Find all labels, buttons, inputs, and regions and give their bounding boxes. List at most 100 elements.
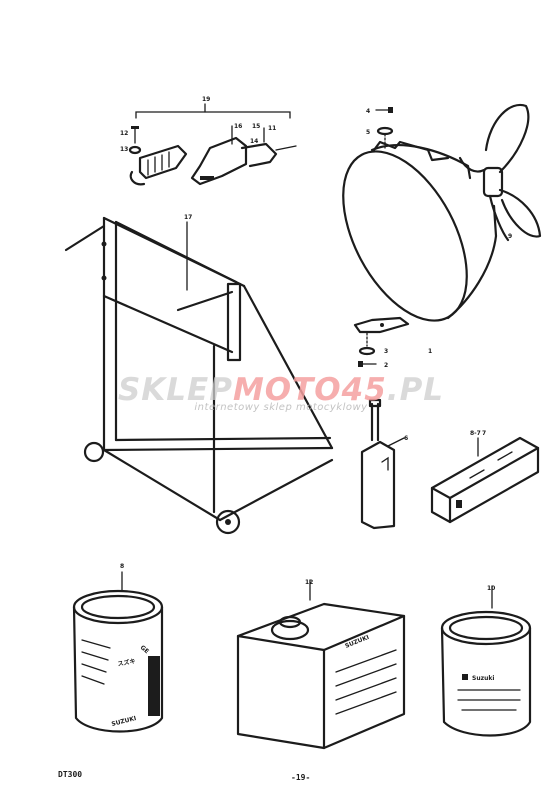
can-middle-cap-top xyxy=(278,615,302,629)
callout-1: 1 xyxy=(428,348,432,355)
stand-wheel-hub xyxy=(225,519,231,525)
bracket-slot xyxy=(200,176,214,180)
callout-5: 5 xyxy=(366,129,370,136)
can-right-body xyxy=(440,626,532,737)
shroud-ring-back xyxy=(446,204,498,320)
grease-box-front xyxy=(430,486,452,524)
paint-bottle xyxy=(360,398,405,530)
callout-19: 19 xyxy=(202,96,210,103)
bolt-12-head xyxy=(131,126,139,129)
clamp-body xyxy=(138,144,188,180)
callout-2: 2 xyxy=(384,362,388,369)
leader-6 xyxy=(387,437,405,447)
callout-8: 8 xyxy=(120,563,124,570)
bottle-strap xyxy=(370,402,380,442)
bracket-arm xyxy=(240,142,278,168)
can-middle-top-edge xyxy=(236,634,326,652)
bottle-label xyxy=(381,456,389,471)
callouts: 4 5 1 3 2 8 8-7 12 10 19 12 13 16 15 14 … xyxy=(120,96,512,592)
page-number: -19- xyxy=(291,773,311,782)
stand-mid-beam xyxy=(102,294,234,354)
stand-wheel-front xyxy=(215,509,241,535)
watermark-tagline: internetowy sklep motocyklowy xyxy=(194,402,368,413)
stand-wheel-left xyxy=(83,441,105,463)
shroud-ring-front xyxy=(342,150,468,322)
engine-stand xyxy=(64,216,334,535)
grease-box-print xyxy=(469,451,513,479)
stand-bolt-1 xyxy=(101,241,107,247)
callout-3: 3 xyxy=(384,348,388,355)
can-left-body xyxy=(72,605,164,733)
stand-base-inner xyxy=(114,436,332,442)
callout-8-7: 8-7 xyxy=(470,430,481,437)
bolt-2-head xyxy=(358,361,363,367)
bottle-body xyxy=(360,440,396,530)
stand-arm xyxy=(176,290,234,312)
can-left-print-lines xyxy=(81,639,111,685)
washer-13 xyxy=(128,145,142,155)
model-label: DT300 xyxy=(58,770,83,779)
callout-12-bolt: 12 xyxy=(120,130,128,137)
callout-13: 13 xyxy=(120,146,128,153)
propeller-blade-lower xyxy=(488,194,510,242)
can-left-kana: スズキ xyxy=(117,657,136,668)
can-left xyxy=(72,571,164,733)
stand-top-beam-inner xyxy=(114,220,246,288)
bracket-kit-brace xyxy=(135,111,291,119)
grease-box-mark xyxy=(456,500,462,508)
callout-11: 11 xyxy=(268,125,276,132)
callout-6: 6 xyxy=(404,435,408,442)
stand-top-rail-left xyxy=(64,224,106,252)
can-right-print-lines xyxy=(457,689,521,711)
washer-5 xyxy=(376,126,394,136)
washer-3 xyxy=(358,346,376,356)
watermark-brand-part-4: .PL xyxy=(386,372,445,408)
callout-14: 14 xyxy=(250,138,258,145)
propeller-hub xyxy=(482,166,504,198)
can-middle xyxy=(236,579,406,750)
fan-shroud-assembly xyxy=(342,103,542,367)
clamp-ribs xyxy=(147,151,170,176)
can-middle-cap xyxy=(270,619,310,641)
bracket-hole xyxy=(380,323,384,327)
stand-back-diagonal xyxy=(242,284,334,450)
propeller-blade-left xyxy=(458,156,486,173)
can-left-ge: GE xyxy=(139,644,150,655)
callout-10: 10 xyxy=(487,585,495,592)
stand-base-front xyxy=(218,458,334,522)
watermark-brand-part-1: SKLEP xyxy=(117,372,233,408)
can-right-lid xyxy=(448,615,524,641)
can-print: GE スズキ SUZUKI SUZUKI Suzuki xyxy=(111,634,495,728)
callout-12: 12 xyxy=(305,579,313,586)
can-right xyxy=(440,585,532,737)
callout-9: 9 xyxy=(508,233,512,240)
pin-15 xyxy=(275,145,297,151)
callout-17: 17 xyxy=(184,214,192,221)
stand-base-left xyxy=(102,448,222,522)
screw-4-head xyxy=(388,107,393,113)
can-middle-outline xyxy=(236,602,406,750)
grease-box-top xyxy=(430,436,540,500)
watermark-brand: SKLEPMOTO45.PL xyxy=(96,372,466,408)
watermark-brand-part-3: 45 xyxy=(341,372,387,408)
stand-base-back xyxy=(102,446,334,452)
can-right-logo-mark xyxy=(462,674,468,680)
can-left-panel xyxy=(148,656,160,716)
can-middle-top-edge-2 xyxy=(322,614,406,652)
callout-7: 7 xyxy=(482,430,486,437)
propeller-blade-right xyxy=(498,188,542,238)
can-middle-print-lines xyxy=(335,649,397,715)
shroud-bracket xyxy=(353,316,410,334)
bracket-body xyxy=(190,136,248,186)
bottle-cap xyxy=(368,398,382,408)
grease-box xyxy=(430,436,540,524)
callout-15: 15 xyxy=(252,123,260,130)
can-left-lid xyxy=(80,594,156,620)
stand-mount-block xyxy=(226,282,242,362)
propeller-blade-upper xyxy=(484,103,530,174)
stand-bolt-2 xyxy=(101,275,107,281)
grease-box-side xyxy=(448,446,540,524)
shroud-mount-tab xyxy=(372,140,450,162)
watermark-brand-part-2: MOTO xyxy=(232,372,342,408)
